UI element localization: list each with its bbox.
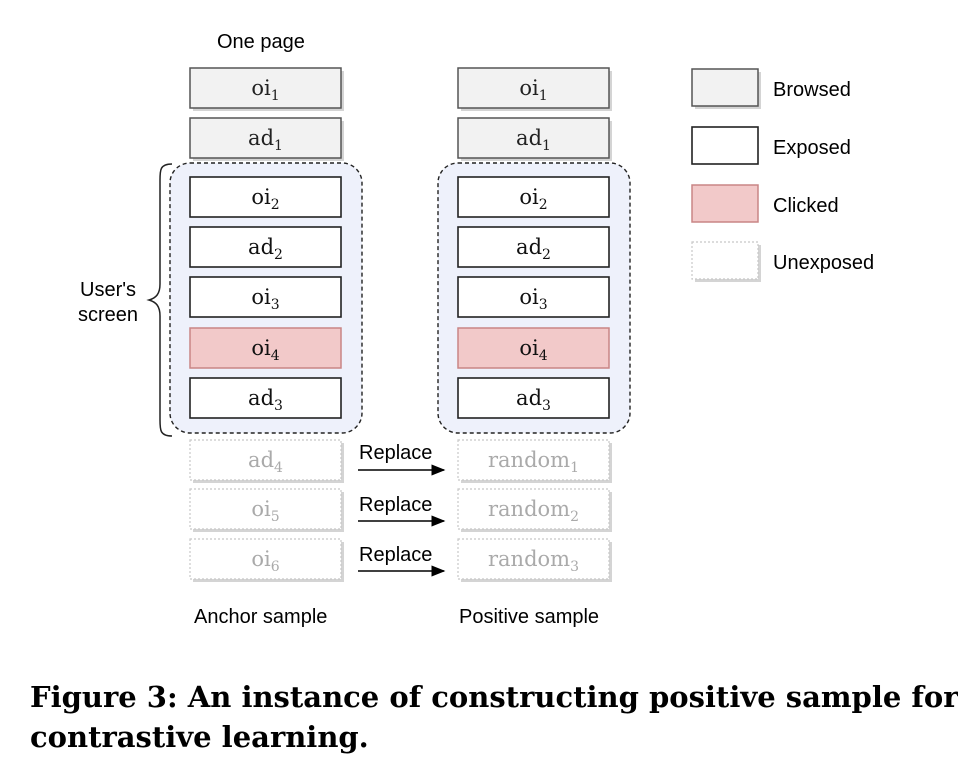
anchor-cell-7-text: ad3 xyxy=(248,386,283,414)
positive-cell-1-text: oi1 xyxy=(519,76,547,104)
positive-cell-5 xyxy=(457,276,610,318)
legend-swatch-browsed xyxy=(691,68,759,107)
positive-cell-9-text: random2 xyxy=(488,497,579,525)
positive-cell-1 xyxy=(457,67,610,109)
legend-label-browsed: Browsed xyxy=(773,79,851,101)
positive-cell-10-text: random3 xyxy=(488,547,579,575)
anchor-cell-3-text: oi2 xyxy=(251,185,279,213)
legend-swatch-exposed xyxy=(691,126,759,165)
figure-caption-line2: contrastive learning. xyxy=(30,720,369,754)
legend-swatch-clicked xyxy=(691,184,759,223)
positive-cell-10 xyxy=(457,538,610,580)
replace-label-3: Replace xyxy=(359,544,433,566)
anchor-cell-6-text: oi4 xyxy=(251,336,279,364)
anchor-cell-1 xyxy=(189,67,342,109)
users-screen-label-line2: screen xyxy=(78,304,139,326)
anchor-cell-4-text: ad2 xyxy=(248,235,283,263)
users-screen-label-line1: User's xyxy=(80,279,137,301)
anchor-cell-9 xyxy=(189,488,342,530)
one-page-label: One page xyxy=(217,31,305,53)
users-screen-brace xyxy=(146,163,173,437)
legend-label-unexposed: Unexposed xyxy=(773,252,875,274)
positive-cell-6-text: oi4 xyxy=(519,336,547,364)
anchor-cell-8-text: ad4 xyxy=(248,448,283,476)
positive-cell-8 xyxy=(457,439,610,481)
positive-cell-3-text: oi2 xyxy=(519,185,547,213)
anchor-cell-5 xyxy=(189,276,342,318)
anchor-cell-2-text: ad1 xyxy=(248,126,283,154)
legend-label-clicked: Clicked xyxy=(773,195,839,217)
positive-cell-5-text: oi3 xyxy=(519,285,547,313)
figure-caption-line1: Figure 3: An instance of constructing po… xyxy=(30,680,958,714)
anchor-cell-10 xyxy=(189,538,342,580)
positive-cell-4 xyxy=(457,226,610,268)
anchor-sample-label: Anchor sample xyxy=(194,606,328,628)
positive-cell-3 xyxy=(457,176,610,218)
anchor-cell-1-text: oi1 xyxy=(251,76,279,104)
legend-swatch-unexposed xyxy=(691,241,759,280)
positive-cell-6 xyxy=(457,327,610,369)
positive-cell-7 xyxy=(457,377,610,419)
positive-cell-8-text: random1 xyxy=(488,448,579,476)
diagram-canvas: oi1 ad1 oi2 ad2 oi3 oi4 ad3 ad4 oi5 oi6 oi1 ad1 oi2 a… xyxy=(146,67,761,582)
legend-label-exposed: Exposed xyxy=(773,137,851,159)
positive-cell-2-text: ad1 xyxy=(516,126,551,154)
anchor-cell-6 xyxy=(189,327,342,369)
anchor-cell-4 xyxy=(189,226,342,268)
figure: oi1 ad1 oi2 ad2 oi3 oi4 ad3 ad4 oi5 oi6 oi1 ad1 oi2 a… xyxy=(30,31,958,754)
anchor-cell-5-text: oi3 xyxy=(251,285,279,313)
anchor-cell-7 xyxy=(189,377,342,419)
replace-label-2: Replace xyxy=(359,494,433,516)
anchor-cell-10-text: oi6 xyxy=(251,547,279,575)
anchor-cell-9-text: oi5 xyxy=(251,497,279,525)
positive-cell-7-text: ad3 xyxy=(516,386,551,414)
anchor-cell-2 xyxy=(189,117,342,159)
positive-cell-9 xyxy=(457,488,610,530)
replace-label-1: Replace xyxy=(359,442,433,464)
anchor-cell-8 xyxy=(189,439,342,481)
positive-sample-label: Positive sample xyxy=(459,606,600,628)
anchor-cell-3 xyxy=(189,176,342,218)
positive-cell-2 xyxy=(457,117,610,159)
positive-cell-4-text: ad2 xyxy=(516,235,551,263)
